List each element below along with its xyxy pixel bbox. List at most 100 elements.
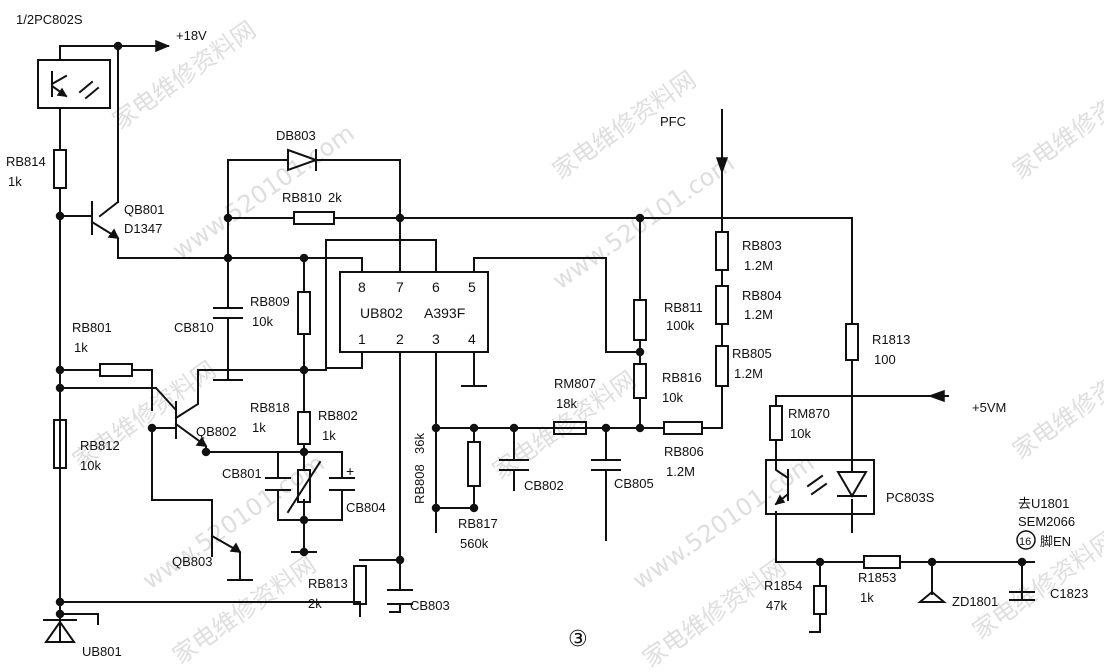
label-rb808-value: 36k — [412, 433, 427, 454]
label-18v: +18V — [176, 28, 207, 43]
label-cb805: CB805 — [614, 476, 654, 491]
label-r1854: R1854 — [764, 578, 802, 593]
label-pin-5: 5 — [468, 279, 476, 295]
label-rb802: RB802 — [318, 408, 358, 423]
label-pin-2: 2 — [396, 331, 404, 347]
label-rb817: RB817 — [458, 516, 498, 531]
label-pin-en: 脚EN — [1040, 534, 1071, 549]
resistor-rb811 — [633, 299, 647, 341]
resistor-rb817 — [467, 441, 481, 487]
resistor-rb813 — [353, 565, 367, 605]
label-cb810: CB810 — [174, 320, 214, 335]
resistor-r1854 — [813, 585, 827, 615]
label-rb811: RB811 — [664, 300, 703, 315]
resistor-rb809 — [297, 291, 311, 335]
label-pc803: PC803S — [886, 490, 935, 505]
resistor-rb802 — [297, 469, 311, 503]
label-r1813-value: 100 — [874, 352, 896, 367]
label-ub802: UB802 — [360, 305, 403, 321]
label-cb804: CB804 — [346, 500, 386, 515]
resistor-rb810 — [293, 211, 335, 225]
label-r1853: R1853 — [858, 570, 896, 585]
label-rb803-value: 1.2M — [744, 258, 773, 273]
label-rb812: RB812 — [80, 438, 120, 453]
label-rb806-value: 1.2M — [666, 464, 695, 479]
label-cb802: CB802 — [524, 478, 564, 493]
label-cb803: CB803 — [410, 598, 450, 613]
resistor-rb812 — [53, 419, 67, 469]
label-qb803: QB803 — [172, 554, 212, 569]
label-rb809: RB809 — [250, 294, 290, 309]
watermark-brand: 家电维修资料网 — [1007, 346, 1104, 465]
resistor-rb804 — [715, 285, 729, 325]
watermark-site: www.520101.com — [627, 449, 819, 595]
label-ub802-type: A393F — [424, 305, 465, 321]
label-rb810-value: 2k — [328, 190, 342, 205]
label-rb811-value: 100k — [666, 318, 695, 333]
label-rb818-value: 1k — [252, 420, 266, 435]
watermark-brand: 家电维修资料网 — [1007, 66, 1104, 185]
label-rb812-value: 10k — [80, 458, 101, 473]
label-r1813: R1813 — [872, 332, 910, 347]
resistor-rb803 — [715, 231, 729, 271]
label-rb801-value: 1k — [74, 340, 88, 355]
label-rb813: RB813 — [308, 576, 348, 591]
label-pfc: PFC — [660, 114, 686, 129]
label-qb802: QB802 — [196, 424, 236, 439]
label-rm870-value: 10k — [790, 426, 811, 441]
label-rb804: RB804 — [742, 288, 782, 303]
label-cb801: CB801 — [222, 466, 262, 481]
resistor-rm870 — [769, 405, 783, 441]
label-rb805: RB805 — [732, 346, 772, 361]
resistor-rb818 — [297, 411, 311, 445]
label-to-u1801: 去U1801 — [1018, 496, 1069, 511]
resistor-r1813 — [845, 323, 859, 361]
label-rb808: RB808 — [412, 464, 427, 504]
label-rb816-value: 10k — [662, 390, 683, 405]
resistor-r1853 — [863, 555, 901, 569]
label-rb803: RB803 — [742, 238, 782, 253]
label-pin-1: 1 — [358, 331, 366, 347]
label-pin-7: 7 — [396, 279, 404, 295]
label-5vm: +5VM — [972, 400, 1006, 415]
label-r1853-value: 1k — [860, 590, 874, 605]
label-rb801: RB801 — [72, 320, 112, 335]
label-pin-4: 4 — [468, 331, 476, 347]
resistor-rm807 — [553, 421, 587, 435]
resistor-rb801 — [99, 363, 133, 377]
label-pin-8: 8 — [358, 279, 366, 295]
label-qb801: QB801 — [124, 202, 164, 217]
resistor-rb806 — [663, 421, 703, 435]
label-pin16: 16 — [1019, 536, 1031, 548]
label-sem2066: SEM2066 — [1018, 514, 1075, 529]
pin16-circle — [1016, 530, 1036, 550]
component-labels: 1/2PC802S +18V RB814 1k QB801 D1347 DB80… — [6, 12, 1088, 659]
label-rb817-value: 560k — [460, 536, 489, 551]
label-rb802-value: 1k — [322, 428, 336, 443]
label-r1854-value: 47k — [766, 598, 787, 613]
page-number: ③ — [568, 627, 588, 652]
label-db803: DB803 — [276, 128, 316, 143]
label-pin-3: 3 — [432, 331, 440, 347]
label-rb816: RB816 — [662, 370, 702, 385]
label-qb801-type: D1347 — [124, 221, 162, 236]
label-ub801: UB801 — [82, 644, 122, 659]
components — [43, 41, 1035, 643]
label-rb804-value: 1.2M — [744, 307, 773, 322]
label-rb813-value: 2k — [308, 596, 322, 611]
label-rb810: RB810 — [282, 190, 322, 205]
label-rb814: RB814 — [6, 154, 46, 169]
label-rm807: RM807 — [554, 376, 596, 391]
label-pc802: 1/2PC802S — [16, 12, 83, 27]
label-pin-6: 6 — [432, 279, 440, 295]
resistor-rb816 — [633, 363, 647, 399]
wires — [37, 39, 1035, 641]
label-rb814-value: 1k — [8, 174, 22, 189]
label-c1823: C1823 — [1050, 586, 1088, 601]
label-plus: + — [346, 463, 354, 479]
resistor-rb805 — [715, 345, 729, 387]
label-rb818: RB818 — [250, 400, 290, 415]
resistor-rb814 — [53, 149, 67, 189]
